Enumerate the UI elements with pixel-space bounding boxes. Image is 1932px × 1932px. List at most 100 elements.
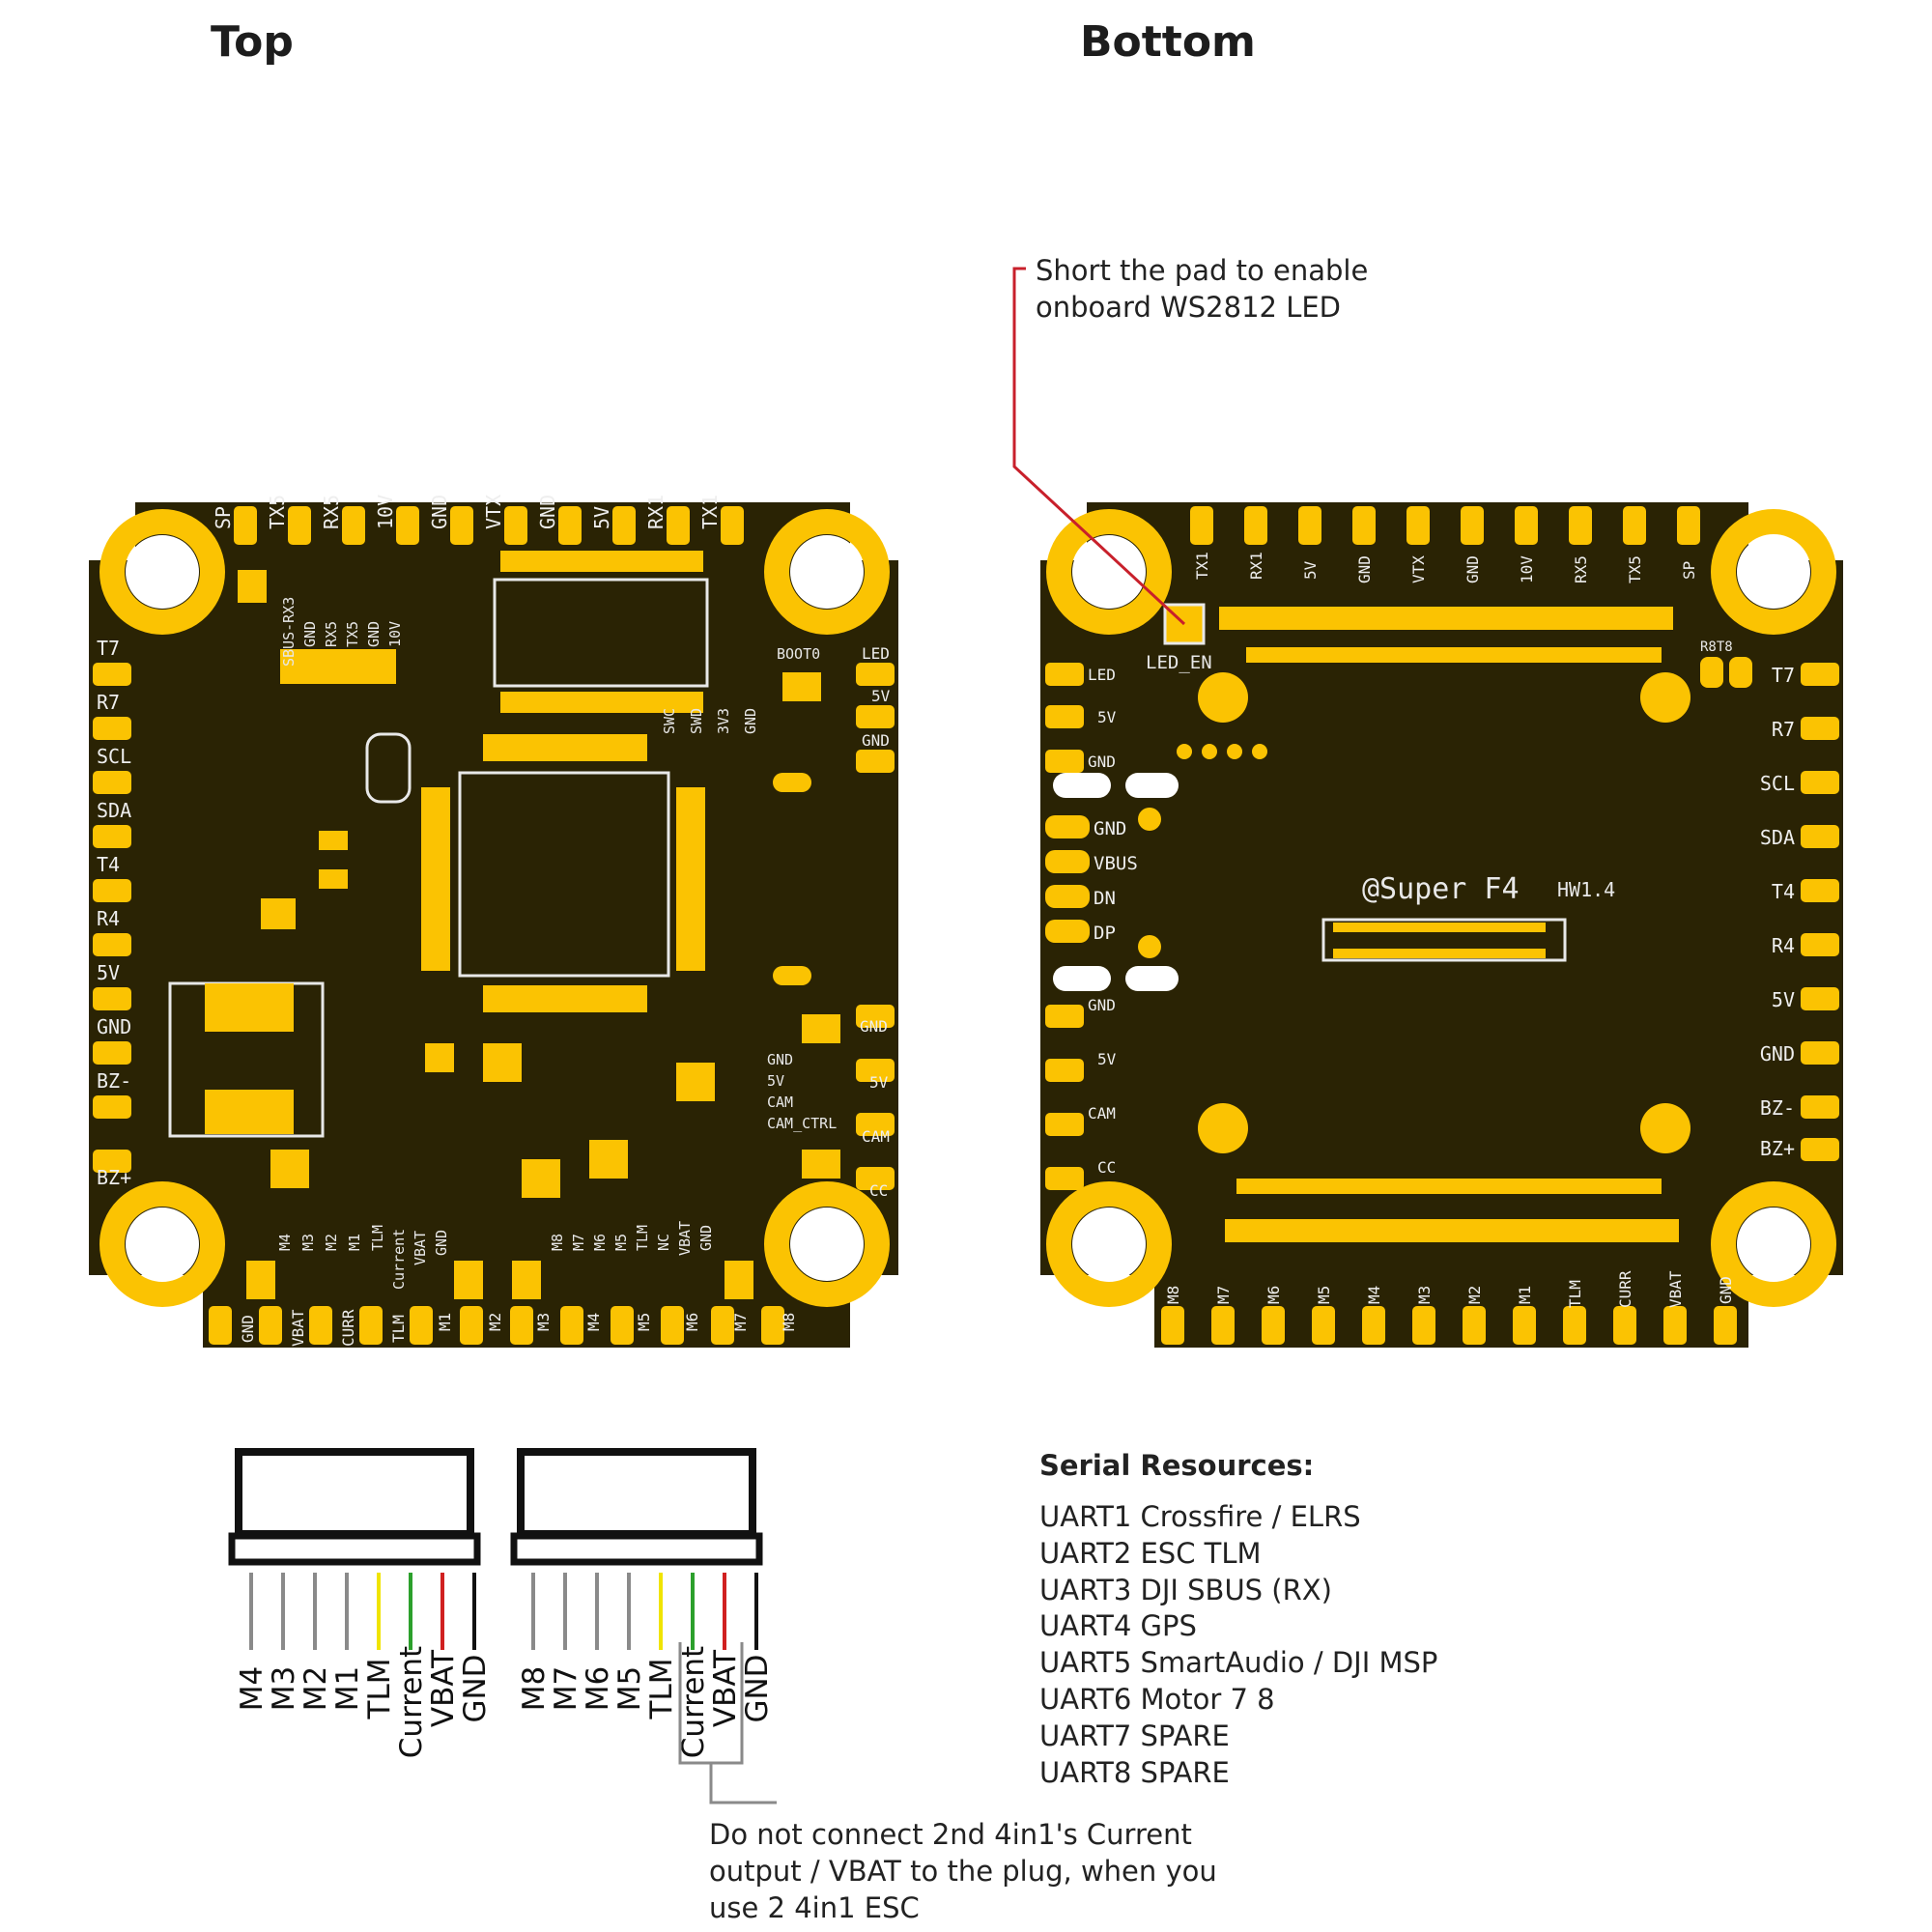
bottom-board-bottom-edge-labels: M8 M7 M6 M5 M4 M3 M2 M1 TLM CURR VBAT GN… [1164, 1270, 1735, 1308]
right-edge-label: T4 [1772, 880, 1795, 903]
right-edge-label: R4 [1772, 934, 1795, 957]
top-edge-label: RX1 [644, 495, 668, 529]
top-edge-label: RX5 [1572, 555, 1590, 583]
wire-label: TLM [644, 1659, 679, 1720]
bottom-edge-label: M6 [1264, 1286, 1283, 1304]
right-edge-label: CAM [862, 1127, 890, 1146]
top-edge-label: TX5 [1626, 555, 1644, 583]
left-edge-label: GND [1088, 996, 1116, 1014]
silk-label: M6 [591, 1234, 609, 1251]
silk-label: M2 [323, 1234, 340, 1251]
silk-label: M3 [299, 1234, 317, 1251]
bottom-edge-label: GND [1717, 1276, 1735, 1304]
top-board-inner-silkscreen: SBUS-RX3 GND RX5 TX5 GND 10V BOOT0 SWC S… [276, 597, 837, 1290]
esc-warning-text: Do not connect 2nd 4in1's Current output… [709, 1816, 1217, 1926]
warning-line: Do not connect 2nd 4in1's Current [709, 1818, 1192, 1851]
right-edge-label: BZ+ [1760, 1137, 1795, 1160]
connector-esc-1: M4 M3 M2 M1 TLM Current VBAT GND [228, 1448, 493, 1758]
bottom-board-top-pads [1190, 506, 1700, 545]
connector-housing [235, 1448, 474, 1538]
bottom-edge-label: CURR [1616, 1270, 1634, 1308]
silk-label: M4 [276, 1234, 294, 1251]
bottom-board-mounting-holes [1046, 509, 1836, 1307]
bottom-edge-label: M7 [1214, 1286, 1233, 1304]
wire-label: M7 [549, 1666, 583, 1711]
left-edge-label: SCL [97, 745, 131, 768]
connector-esc-2: M8 M7 M6 M5 TLM Current VBAT GND [510, 1448, 777, 1804]
right-edge-label: 5V [1772, 988, 1795, 1011]
right-edge-label: GND [860, 1017, 888, 1036]
serial-resources-list: UART1 Crossfire / ELRS UART2 ESC TLM UAR… [1039, 1499, 1437, 1791]
bottom-edge-label: M8 [780, 1313, 798, 1331]
right-edge-label: T7 [1772, 664, 1795, 687]
silk-label: GND [767, 1051, 793, 1068]
top-edge-label: RX5 [320, 495, 343, 529]
silk-label: TX5 [344, 621, 361, 647]
bottom-edge-label: M1 [436, 1313, 454, 1331]
silk-label: RX5 [323, 621, 340, 647]
right-edge-label: SCL [1760, 772, 1795, 795]
bottom-edge-label: VBAT [1666, 1270, 1685, 1308]
bottom-edge-label: M2 [1465, 1286, 1484, 1304]
warning-line: use 2 4in1 ESC [709, 1891, 920, 1924]
serial-item: UART6 Motor 7 8 [1039, 1682, 1275, 1716]
silk-label: CAM [767, 1094, 793, 1111]
top-edge-label: TX1 [698, 495, 722, 529]
top-edge-label: SP [1680, 561, 1698, 580]
silk-label: SWC [661, 708, 678, 734]
serial-item: UART7 SPARE [1039, 1719, 1230, 1752]
top-edge-label: GND [428, 495, 451, 529]
wire-label: VBAT [426, 1649, 461, 1727]
top-edge-label: 10V [374, 495, 397, 529]
silk-label: SWD [688, 708, 705, 734]
top-board-right-edge-labels: LED 5V GND GND 5V CAM CC [860, 644, 891, 1200]
silk-label: BOOT0 [777, 645, 820, 663]
serial-resources-title: Serial Resources: [1039, 1449, 1315, 1482]
left-edge-label: CC [1097, 1158, 1116, 1177]
r8t8-label: R8T8 [1700, 639, 1733, 655]
right-edge-label: BZ- [1760, 1096, 1795, 1120]
bottom-edge-label: TLM [1566, 1280, 1584, 1308]
left-edge-label: LED [1088, 666, 1116, 684]
bottom-view-heading: Bottom [1080, 17, 1256, 67]
left-edge-label: BZ+ [97, 1166, 131, 1189]
bottom-edge-label: M4 [1365, 1286, 1383, 1304]
warning-line: output / VBAT to the plug, when you [709, 1855, 1217, 1888]
serial-item: UART3 DJI SBUS (RX) [1039, 1573, 1332, 1606]
bottom-edge-label: VBAT [289, 1309, 307, 1347]
bottom-edge-label: M2 [486, 1313, 504, 1331]
bottom-edge-label: M3 [534, 1313, 553, 1331]
wire-label: M6 [581, 1666, 615, 1711]
top-board-bottom-edge-labels: GND VBAT CURR TLM M1 M2 M3 M4 M5 M6 M7 M… [239, 1309, 798, 1347]
bottom-edge-label: GND [239, 1315, 257, 1343]
warning-leader [709, 1763, 777, 1804]
top-board-mounting-holes [99, 509, 890, 1307]
wire-label: Current [394, 1646, 429, 1758]
left-edge-label: 5V [1097, 708, 1117, 726]
silk-label: 10V [386, 621, 404, 647]
connector-base [228, 1532, 481, 1566]
left-edge-label: R7 [97, 691, 120, 714]
top-edge-label: 5V [1301, 560, 1320, 580]
led-callout-text: Short the pad to enable onboard WS2812 L… [1036, 252, 1368, 326]
wire-label: M2 [298, 1666, 333, 1711]
top-board-components [168, 551, 840, 1299]
top-edge-label: SP [212, 506, 235, 529]
bottom-board: TX1 RX1 5V GND VTX GND 10V RX5 TX5 SP LE… [1040, 502, 1843, 1348]
serial-item: UART8 SPARE [1039, 1755, 1230, 1789]
right-edge-label: GND [862, 731, 890, 750]
top-edge-label: 10V [1518, 555, 1536, 583]
silk-label: VBAT [412, 1231, 429, 1265]
connector-base [510, 1532, 763, 1566]
silk-label: GND [697, 1225, 715, 1251]
left-edge-label: GND [1094, 818, 1126, 839]
callout-line: Short the pad to enable [1036, 254, 1369, 287]
left-edge-label: 5V [1097, 1050, 1117, 1068]
callout-leader [1012, 267, 1186, 626]
right-edge-label: CC [869, 1181, 888, 1200]
bottom-edge-label: M1 [1516, 1286, 1534, 1304]
top-board-top-pads [234, 506, 744, 545]
silk-label: SBUS-RX3 [280, 597, 298, 667]
top-edge-label: 5V [590, 506, 613, 529]
